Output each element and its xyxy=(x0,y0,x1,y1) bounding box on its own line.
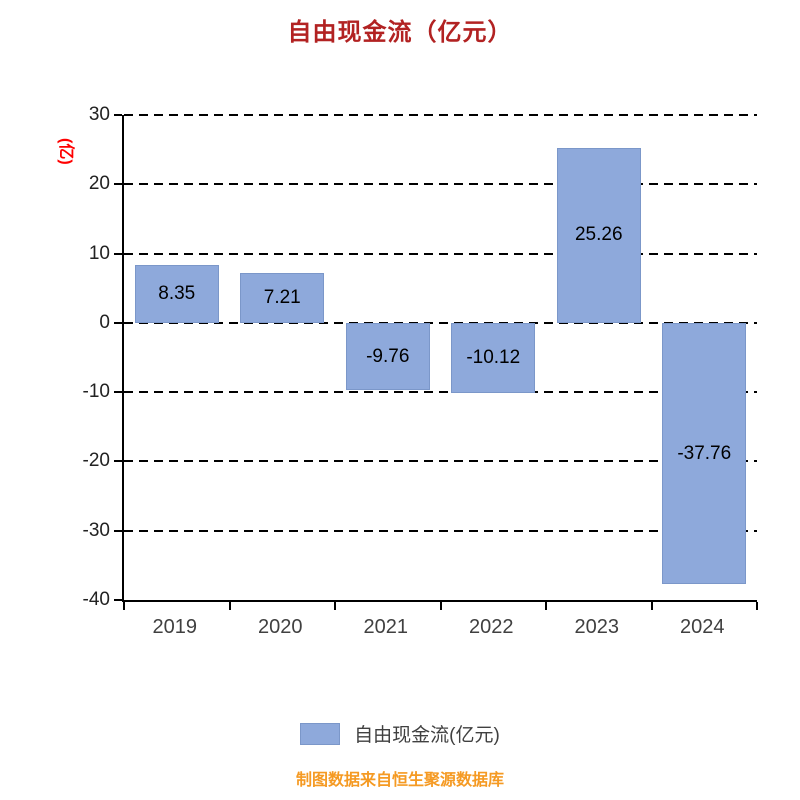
bar-2024: -37.76 xyxy=(662,322,747,585)
legend: 自由现金流(亿元) xyxy=(0,720,800,747)
y-tick-label: 0 xyxy=(99,311,110,333)
x-axis-tick xyxy=(439,602,442,610)
y-axis-tick xyxy=(114,391,122,394)
x-axis-tick xyxy=(334,602,336,610)
x-axis-labels: 2019 2020 2021 2022 2023 2024 xyxy=(122,614,755,644)
x-axis-tick xyxy=(228,602,231,610)
y-axis-tick xyxy=(114,599,122,601)
y-tick-label: -30 xyxy=(82,519,110,541)
y-tick-label: 10 xyxy=(88,242,110,264)
x-axis-tick xyxy=(545,602,547,610)
bar-value-label: -37.76 xyxy=(677,442,732,464)
x-axis-tick xyxy=(650,602,653,610)
legend-label: 自由现金流(亿元) xyxy=(354,725,500,746)
bar-2022: -10.12 xyxy=(451,322,536,393)
x-axis-tick xyxy=(123,602,125,610)
gridline xyxy=(124,321,757,324)
bar-value-label: -9.76 xyxy=(366,345,410,367)
y-tick-label: 30 xyxy=(88,104,110,125)
bar-value-label: 25.26 xyxy=(574,224,623,246)
footer-note: 制图数据来自恒生聚源数据库 xyxy=(295,772,504,789)
y-axis-tick xyxy=(114,460,122,463)
y-axis-tick xyxy=(114,321,122,324)
y-axis-tick xyxy=(114,114,122,116)
x-tick-label: 2022 xyxy=(469,616,514,638)
page-title: 自由现金流（亿元） xyxy=(287,19,513,46)
legend-swatch xyxy=(300,722,341,745)
y-tick-label: -10 xyxy=(82,381,110,403)
plot-area: 8.35 7.21 -9.76 -10.12 25.26 -37.76 xyxy=(114,114,758,610)
bar-value-label: 7.21 xyxy=(263,286,301,308)
bar-2023: 25.26 xyxy=(556,147,641,323)
y-tick-label: -40 xyxy=(82,589,110,610)
x-tick-label: 2024 xyxy=(680,616,725,638)
gridline xyxy=(124,460,757,463)
bar-2020: 7.21 xyxy=(240,272,325,323)
y-axis-tick xyxy=(114,183,122,186)
y-tick-label: -20 xyxy=(82,450,110,472)
gridline xyxy=(124,529,757,532)
bar-value-label: 8.35 xyxy=(158,282,196,304)
x-tick-label: 2019 xyxy=(152,616,198,638)
gridline xyxy=(124,114,757,116)
y-axis-tick xyxy=(114,529,122,532)
bar-value-label: -10.12 xyxy=(466,346,521,368)
bar-2021: -9.76 xyxy=(345,322,430,391)
bar-2019: 8.35 xyxy=(134,265,219,323)
x-axis-tick xyxy=(756,602,758,610)
gridline xyxy=(124,183,757,186)
gridline xyxy=(124,391,757,394)
gridline xyxy=(124,252,757,255)
x-tick-label: 2020 xyxy=(258,616,303,638)
y-axis-tick xyxy=(114,252,122,255)
y-axis-labels: 30 20 10 0 -10 -20 -30 -40 xyxy=(0,105,110,610)
y-tick-label: 20 xyxy=(88,173,110,195)
x-tick-label: 2021 xyxy=(363,616,409,638)
x-tick-label: 2023 xyxy=(574,616,620,638)
